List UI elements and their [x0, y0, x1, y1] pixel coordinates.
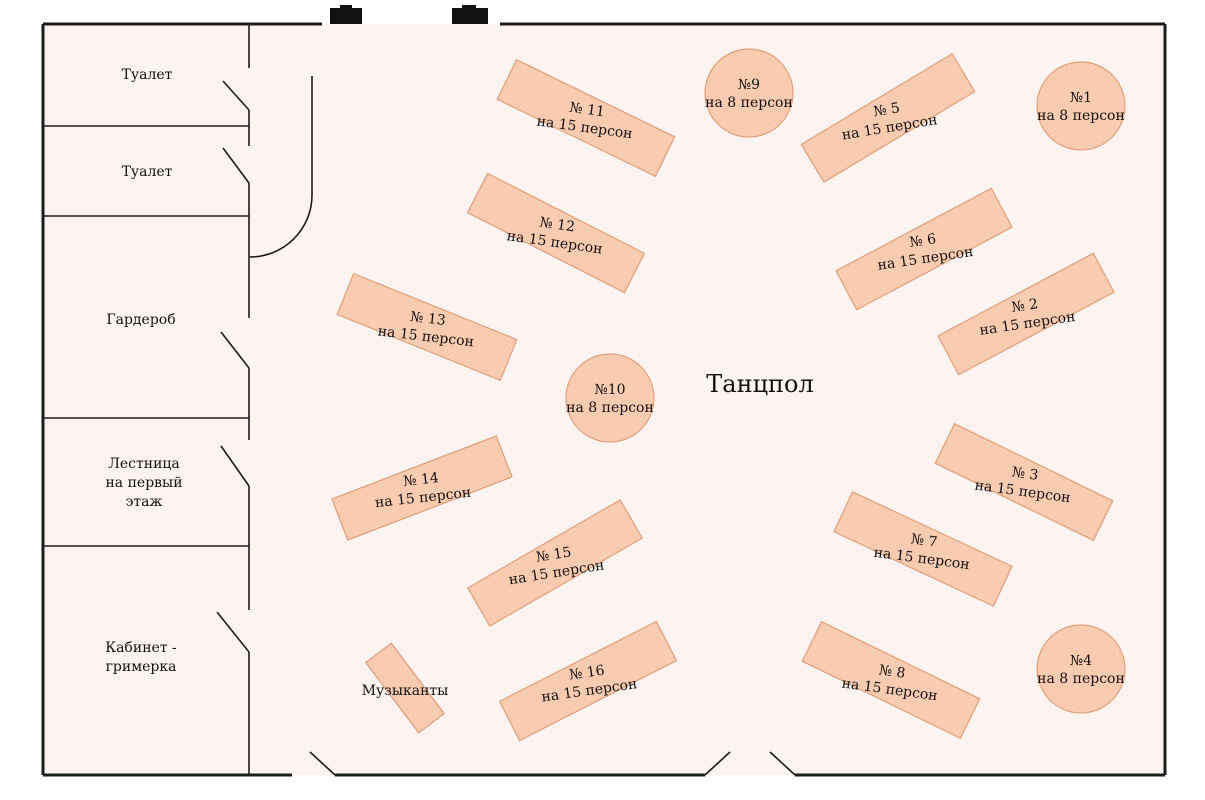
table-11-number: № 11 — [568, 100, 605, 121]
table-1-number: №1 — [1070, 90, 1092, 106]
table-16-shape — [498, 620, 678, 742]
room-partitions — [43, 24, 313, 775]
table-6-number: № 6 — [909, 231, 938, 251]
table-16-number: № 16 — [568, 663, 606, 684]
musicians-label: Музыканты — [362, 683, 449, 699]
table-13-shape — [336, 272, 518, 382]
table-5-number: № 5 — [872, 100, 901, 120]
table-8-number: № 8 — [878, 662, 907, 681]
table-8: № 8на 15 персон — [801, 620, 981, 740]
table-3: № 3на 15 персон — [934, 422, 1114, 542]
table-5-shape — [800, 52, 976, 184]
table-4-number: №4 — [1070, 653, 1092, 669]
table-5: № 5на 15 персон — [800, 52, 976, 184]
entrance-posts — [330, 5, 488, 24]
table-3-number: № 3 — [1011, 464, 1040, 483]
table-2-number: № 2 — [1011, 296, 1040, 316]
table-7-shape — [833, 491, 1013, 607]
table-9: №9 на 8 персон — [704, 48, 794, 138]
table-15-number: № 15 — [535, 544, 573, 565]
table-1: №1 на 8 персон — [1036, 61, 1126, 151]
table-11-shape — [496, 58, 676, 178]
table-7-number: № 7 — [910, 531, 938, 550]
table-9-shape — [704, 48, 794, 138]
room-label-wardrobe: Гардероб — [106, 312, 175, 328]
table-4-capacity: на 8 персон — [1037, 671, 1125, 687]
table-9-number: №9 — [738, 77, 760, 93]
table-4-shape — [1036, 624, 1126, 714]
table-10-capacity: на 8 персон — [566, 400, 654, 416]
room-label-office-1: Кабинет - — [105, 640, 177, 656]
dance-floor-label: Танцпол — [706, 370, 813, 398]
table-6-shape — [835, 187, 1013, 311]
table-10: №10 на 8 персон — [565, 353, 655, 443]
table-1-capacity: на 8 персон — [1037, 108, 1125, 124]
room-label-stairs-2: на первый — [105, 475, 182, 491]
table-10-shape — [565, 353, 655, 443]
musicians-stage — [364, 642, 446, 734]
room-label-toilet-2: Туалет — [122, 164, 173, 180]
table-6: № 6на 15 персон — [835, 187, 1013, 311]
table-14-number: № 14 — [403, 470, 440, 490]
doors — [216, 80, 796, 776]
table-2-shape — [937, 252, 1115, 376]
table-3-shape — [934, 422, 1114, 542]
table-13-number: № 13 — [409, 309, 446, 329]
table-12-number: № 12 — [538, 215, 575, 236]
table-12-shape — [466, 172, 646, 294]
table-4: №4 на 8 персон — [1036, 624, 1126, 714]
table-10-number: №10 — [594, 382, 625, 398]
table-8-shape — [801, 620, 981, 740]
room-label-toilet-1: Туалет — [122, 67, 173, 83]
table-1-shape — [1036, 61, 1126, 151]
room-label-office-2: гримерка — [106, 659, 177, 675]
table-14-shape — [331, 435, 513, 541]
table-9-capacity: на 8 персон — [705, 95, 793, 111]
table-15-shape — [466, 499, 644, 627]
room-label-stairs-1: Лестница — [108, 456, 180, 472]
room-label-stairs-3: этаж — [126, 494, 163, 510]
outer-walls — [41, 22, 1167, 777]
